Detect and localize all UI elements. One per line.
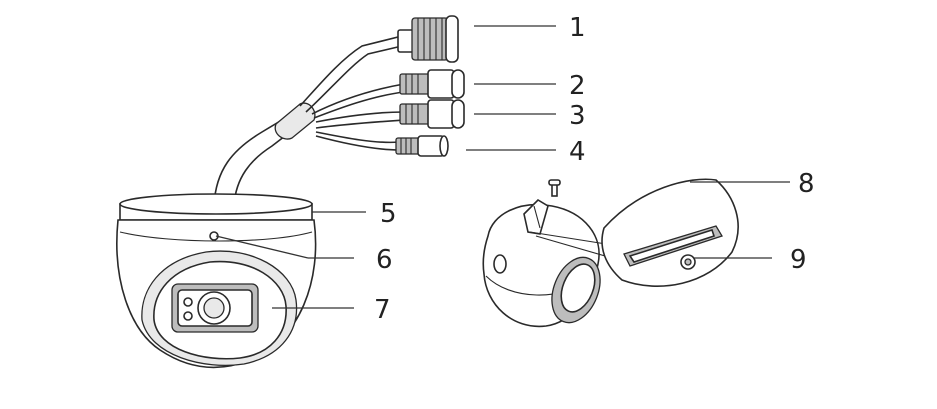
detail-inset	[529, 178, 739, 287]
callout-4: 4	[569, 137, 586, 167]
callout-8: 8	[798, 169, 815, 199]
cable-harness	[213, 35, 405, 206]
callout-7: 7	[374, 295, 391, 325]
callout-2: 2	[569, 71, 586, 101]
connector-2	[399, 69, 465, 99]
callout-labels: 1 2 3 4 5 6 7 8 9	[374, 13, 815, 325]
camera-ball-side	[482, 179, 601, 328]
callout-6: 6	[376, 245, 393, 275]
leader-lines	[215, 25, 790, 309]
network-connector	[397, 15, 459, 63]
callout-3: 3	[569, 101, 586, 131]
dome-camera	[116, 193, 317, 369]
callout-1: 1	[569, 13, 586, 43]
callout-5: 5	[380, 199, 397, 229]
connector-3	[399, 99, 465, 129]
power-connector	[395, 135, 449, 157]
callout-9: 9	[790, 245, 807, 275]
